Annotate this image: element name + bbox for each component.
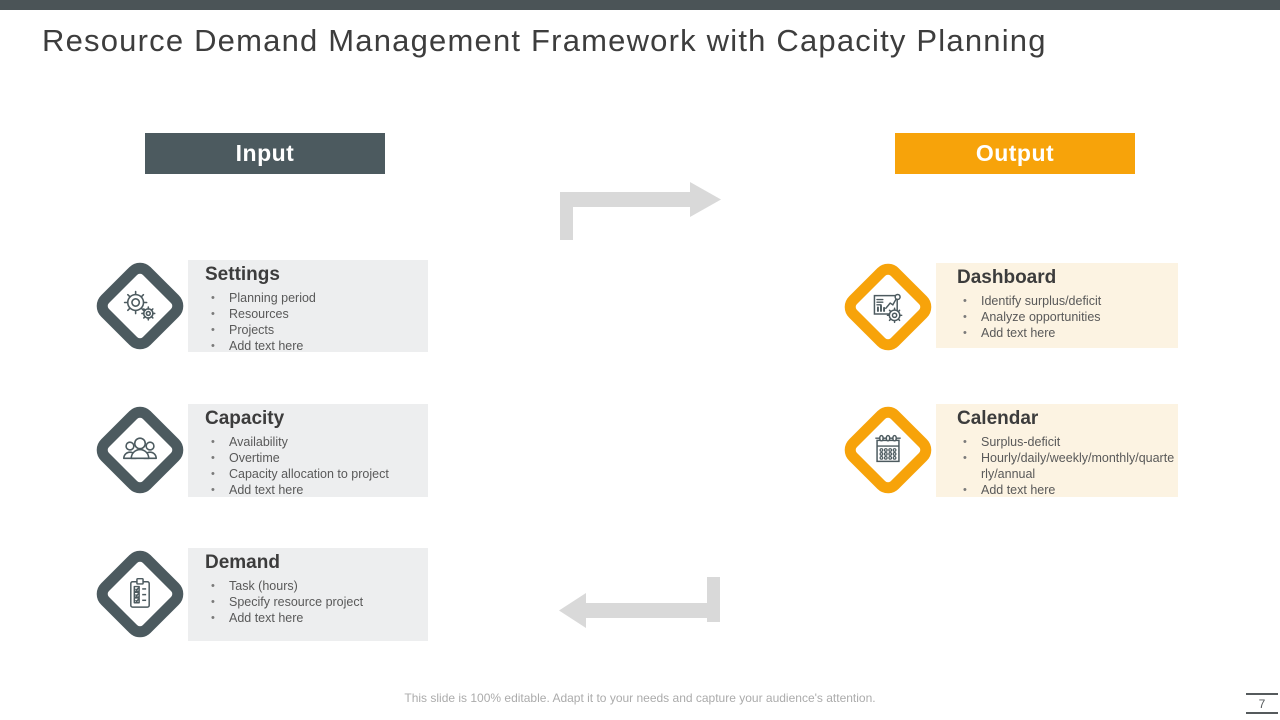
demand-title: Demand [205,552,280,573]
settings-panel: Settings Planning period Resources Proje… [188,260,428,354]
demand-panel: Demand Task (hours) Specify resource pro… [188,548,428,641]
settings-title: Settings [205,264,280,285]
bullet-item: Add text here [205,338,420,354]
bullet-item: Availability [205,434,420,450]
calendar-bullet-list: Surplus-deficit Hourly/daily/weekly/mont… [957,434,1178,498]
bullet-item: Projects [205,322,420,338]
demand-diamond [90,544,190,644]
clipboard-checklist-icon [130,577,150,608]
capacity-title: Capacity [205,408,285,429]
calendar-icon [875,434,901,463]
calendar-panel: Calendar Surplus-deficit Hourly/daily/we… [936,404,1178,498]
bullet-item: Add text here [205,610,420,626]
bullet-item: Identify surplus/deficit [957,293,1170,309]
top-accent-bar [0,0,1280,10]
page-number: 7 [1246,693,1278,714]
dashboard-diamond [838,257,938,357]
elbow-arrow-left-icon [559,577,720,628]
capacity-bullet-list: Availability Overtime Capacity allocatio… [205,434,428,498]
bullet-item: Hourly/daily/weekly/monthly/quarterly/an… [957,450,1177,482]
dashboard-title: Dashboard [957,267,1057,288]
people-group-icon [123,437,157,460]
dashboard-panel: Dashboard Identify surplus/deficit Analy… [936,263,1178,348]
bullet-item: Add text here [205,482,420,498]
chart-gear-icon [873,293,903,324]
output-header-label: Output [975,140,1055,166]
page-title: Resource Demand Management Framework wit… [42,23,1047,58]
capacity-panel: Capacity Availability Overtime Capacity … [188,404,428,498]
dashboard-bullet-list: Identify surplus/deficit Analyze opportu… [957,293,1178,341]
bullet-item: Task (hours) [205,578,420,594]
bullet-item: Overtime [205,450,420,466]
bullet-item: Resources [205,306,420,322]
bullet-item: Add text here [957,482,1170,498]
settings-diamond [90,256,190,356]
bullet-item: Surplus-deficit [957,434,1170,450]
bullet-item: Add text here [957,325,1170,341]
demand-bullet-list: Task (hours) Specify resource project Ad… [205,578,428,626]
bullet-item: Planning period [205,290,420,306]
bullet-item: Specify resource project [205,594,420,610]
input-header-label: Input [235,140,295,166]
footer-note: This slide is 100% editable. Adapt it to… [404,691,876,705]
elbow-arrow-right-icon [560,182,721,240]
settings-bullet-list: Planning period Resources Projects Add t… [205,290,428,354]
bullet-item: Analyze opportunities [957,309,1170,325]
bullet-item: Capacity allocation to project [205,466,420,482]
capacity-diamond [90,400,190,500]
calendar-diamond [838,400,938,500]
calendar-title: Calendar [957,408,1039,429]
input-header: Input [145,133,385,174]
gears-icon [123,290,156,321]
output-header: Output [895,133,1135,174]
